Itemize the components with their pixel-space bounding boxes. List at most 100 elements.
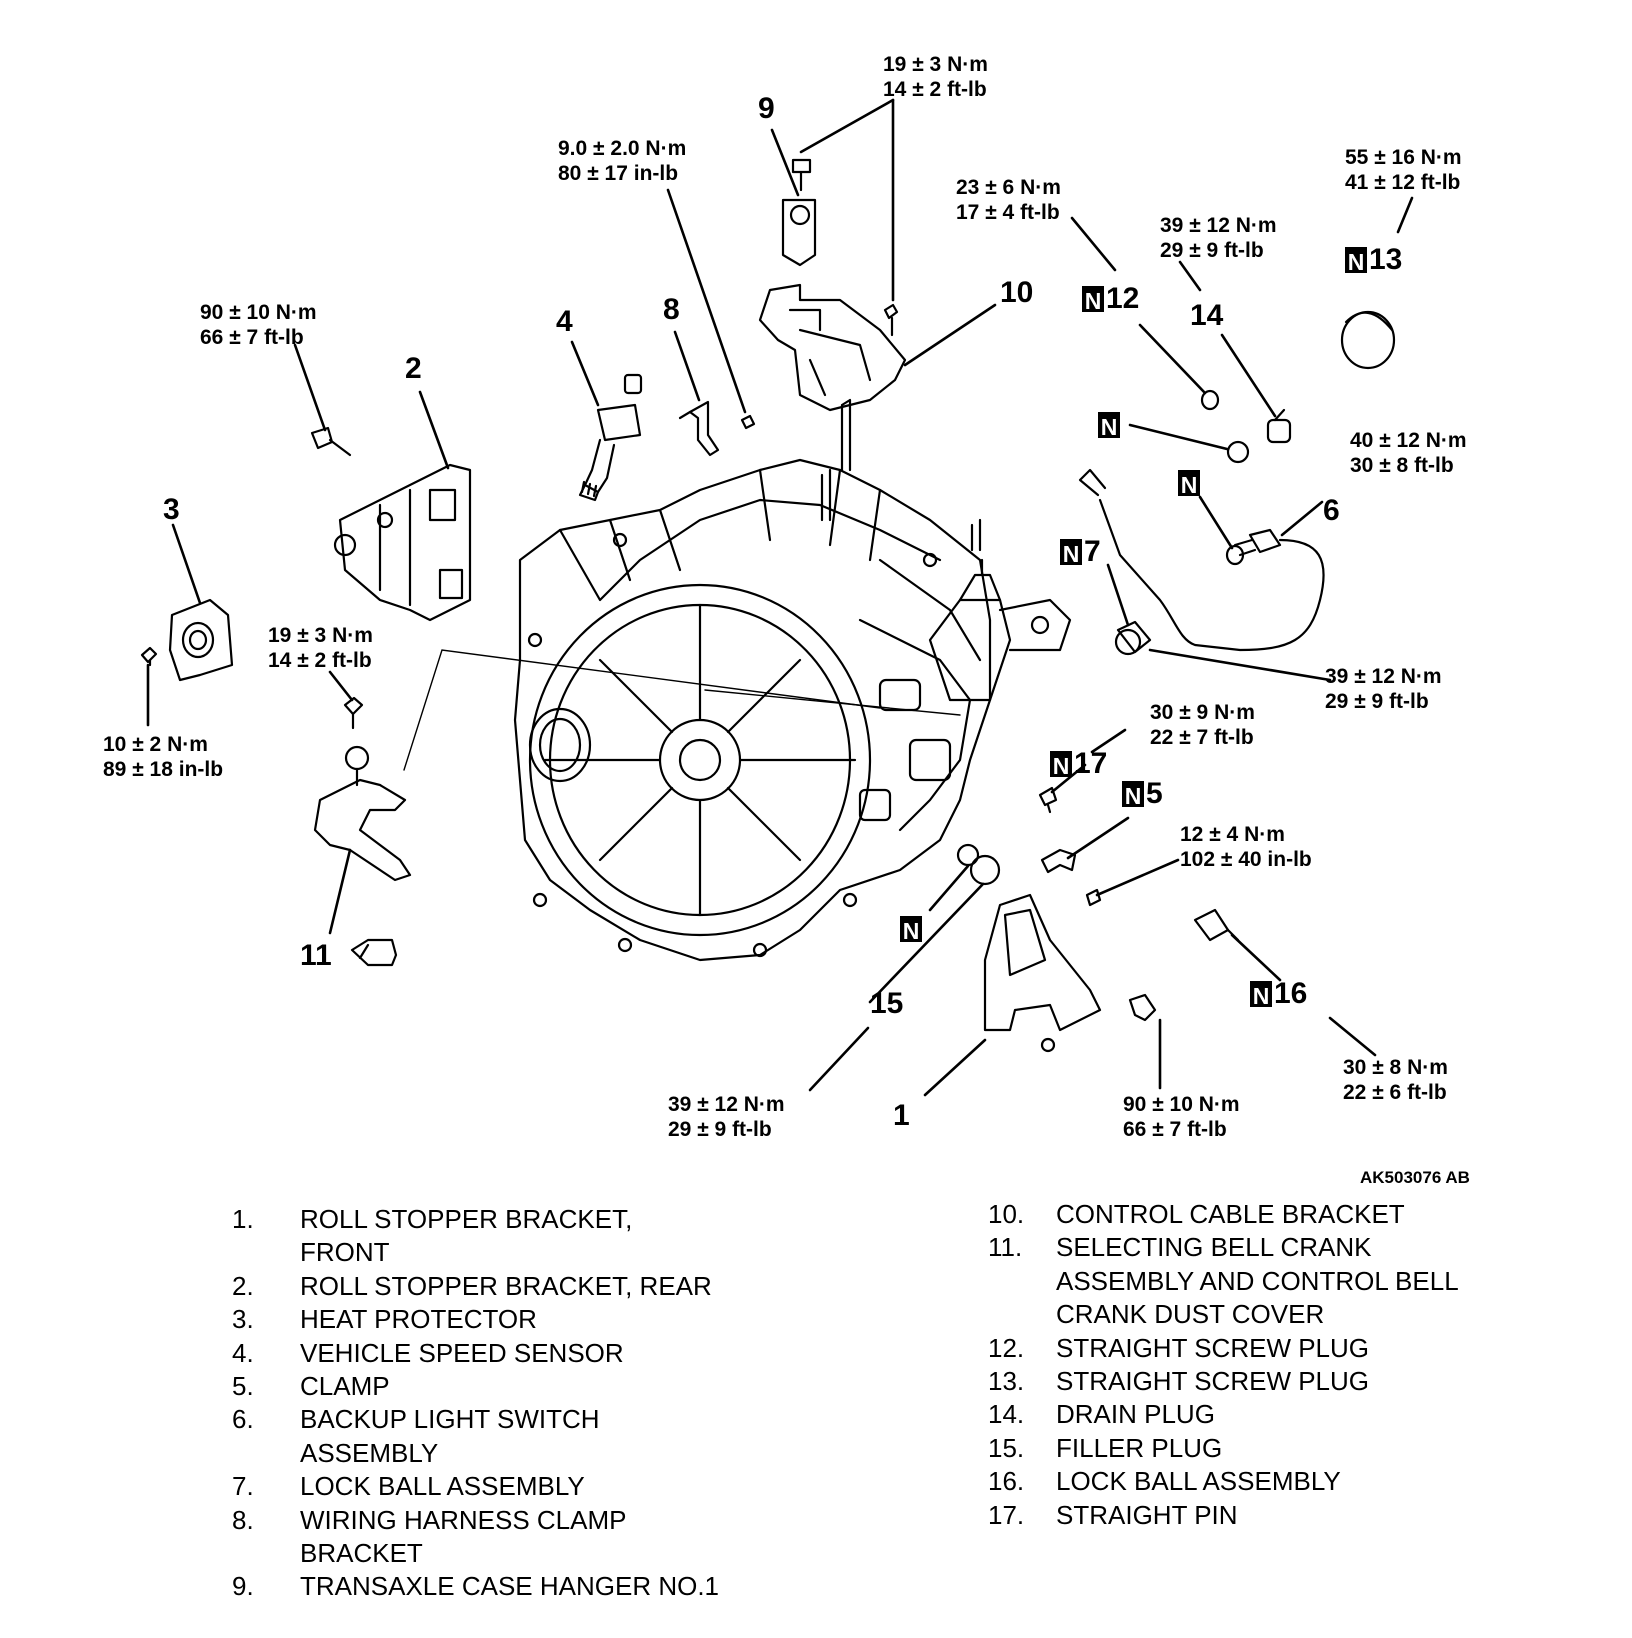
legend-right: 10.CONTROL CABLE BRACKET 11.SELECTING BE… [988,1198,1516,1532]
torque-14: 39 ± 12 N·m 29 ± 9 ft-lb [1160,213,1277,263]
straight-screw-plug-12 [1200,389,1220,411]
clamp [1040,848,1077,874]
torque-nm: 10 ± 2 N·m [103,733,208,756]
torque-ftlb: 14 ± 2 ft-lb [883,78,987,101]
transaxle-case-hanger [781,158,817,267]
callout-number: 5 [1146,777,1163,810]
legend-row: 13.STRAIGHT SCREW PLUG [988,1366,1370,1397]
torque-nm: 23 ± 6 N·m [956,176,1061,199]
legend-row: 15.FILLER PLUG [988,1432,1223,1463]
callout-number: 6 [1323,494,1340,527]
torque-ftlb: 66 ± 7 ft-lb [1123,1118,1227,1141]
legend-row: 14.DRAIN PLUG [988,1399,1215,1430]
bolt-5 [1085,888,1102,907]
torque-7: 39 ± 12 N·m 29 ± 9 ft-lb [1325,664,1442,714]
bolt-3 [140,646,158,667]
n-marker-icon: N [1345,247,1367,275]
wiring-harness-clamp-bracket [678,400,720,457]
legend-left: 1.ROLL STOPPER BRACKET, FRONT 2.ROLL STO… [232,1203,780,1604]
legend-row: 6.BACKUP LIGHT SWITCH [232,1404,600,1435]
exploded-view-diagram [140,98,1414,1097]
straight-pin [1038,786,1058,814]
bolt-8 [740,414,756,430]
legend-row: ASSEMBLY AND CONTROL BELL [1056,1265,1459,1296]
leader-lines [146,98,1414,1097]
legend-row: 11.SELECTING BELL CRANK [988,1232,1372,1263]
torque-15: 39 ± 12 N·m 29 ± 9 ft-lb [668,1092,785,1142]
callout-number: 14 [1190,299,1224,332]
callout-8: 8 [663,294,680,326]
control-cable-bracket [758,283,907,412]
backup-light-switch [1078,468,1325,652]
control-tower [928,558,1072,702]
roll-stopper-bracket-rear [333,463,472,622]
torque-6: 40 ± 12 N·m 30 ± 8 ft-lb [1350,428,1467,478]
callout-14: 14 [1190,300,1223,332]
callout-number: 12 [1106,282,1140,315]
straight-screw-plug-13 [1340,310,1396,370]
callout-1: 1 [893,1100,910,1132]
callout-number: 1 [893,1099,910,1132]
legend-row: 2.ROLL STOPPER BRACKET, REAR [232,1270,712,1301]
torque-1: 90 ± 10 N·m 66 ± 7 ft-lb [1123,1092,1240,1142]
legend-row: 17.STRAIGHT PIN [988,1499,1238,1530]
bolt-1 [1128,993,1157,1022]
callout-number: 4 [556,305,573,338]
callout-number: 10 [1000,276,1034,309]
torque-9: 19 ± 3 N·m 14 ± 2 ft-lb [883,52,988,102]
torque-ftlb: 29 ± 9 ft-lb [668,1118,772,1141]
n-marker-icon: N [1122,781,1144,809]
torque-5: 12 ± 4 N·m 102 ± 40 in-lb [1180,822,1312,872]
n-marker-icon: N [1082,286,1104,314]
vehicle-speed-sensor [578,373,643,502]
torque-nm: 55 ± 16 N·m [1345,146,1462,169]
torque-nm: 30 ± 8 N·m [1343,1056,1448,1079]
n-marker-icon: N [1250,981,1272,1009]
torque-ftlb: 22 ± 7 ft-lb [1150,726,1254,749]
grease-icon [350,938,398,967]
torque-nm: 90 ± 10 N·m [200,301,317,324]
torque-nm: 39 ± 12 N·m [668,1093,785,1116]
callout-number: 11 [300,939,332,972]
legend-row: 5.CLAMP [232,1371,390,1402]
legend-row: BRACKET [300,1538,423,1569]
transaxle-case [513,398,992,962]
callout-number: 8 [663,293,680,326]
n-marker-icon: N [1098,412,1120,440]
callout-number: 2 [405,352,422,385]
gasket [1226,440,1250,464]
torque-8: 9.0 ± 2.0 N·m 80 ± 17 in-lb [558,136,686,186]
torque-inlb: 80 ± 17 in-lb [558,162,679,185]
n-marker-icon: N [1050,751,1072,779]
n-marker-icon: N [1178,470,1200,498]
roll-stopper-bracket-front [983,893,1102,1053]
torque-nm: 39 ± 12 N·m [1325,665,1442,688]
torque-nm: 19 ± 3 N·m [268,624,373,647]
callout-number: 9 [758,92,775,125]
torque-nm: 39 ± 12 N·m [1160,214,1277,237]
torque-ftlb: 41 ± 12 ft-lb [1345,171,1461,194]
callout-9: 9 [758,93,775,125]
callout-number: 7 [1084,535,1101,568]
legend-row: ASSEMBLY [300,1437,439,1468]
torque-2: 90 ± 10 N·m 66 ± 7 ft-lb [200,300,317,350]
legend-row: 10.CONTROL CABLE BRACKET [988,1199,1405,1229]
torque-13: 55 ± 16 N·m 41 ± 12 ft-lb [1345,145,1462,195]
callout-11: 11 [300,940,332,972]
legend-row: 16.LOCK BALL ASSEMBLY [988,1466,1341,1497]
legend-row: 1.ROLL STOPPER BRACKET, [232,1204,633,1234]
n-marker-icon: N [1060,539,1082,567]
callout-4: 4 [556,306,573,338]
torque-ftlb: 17 ± 4 ft-lb [956,201,1060,224]
callout-number: 15 [870,987,904,1020]
callout-number: 17 [1074,747,1108,780]
heat-protector [168,598,234,682]
torque-12: 23 ± 6 N·m 17 ± 4 ft-lb [956,175,1061,225]
legend-row: FRONT [300,1237,390,1268]
callout-15: 15 [870,988,903,1020]
legend-row: 3.HEAT PROTECTOR [232,1304,537,1335]
